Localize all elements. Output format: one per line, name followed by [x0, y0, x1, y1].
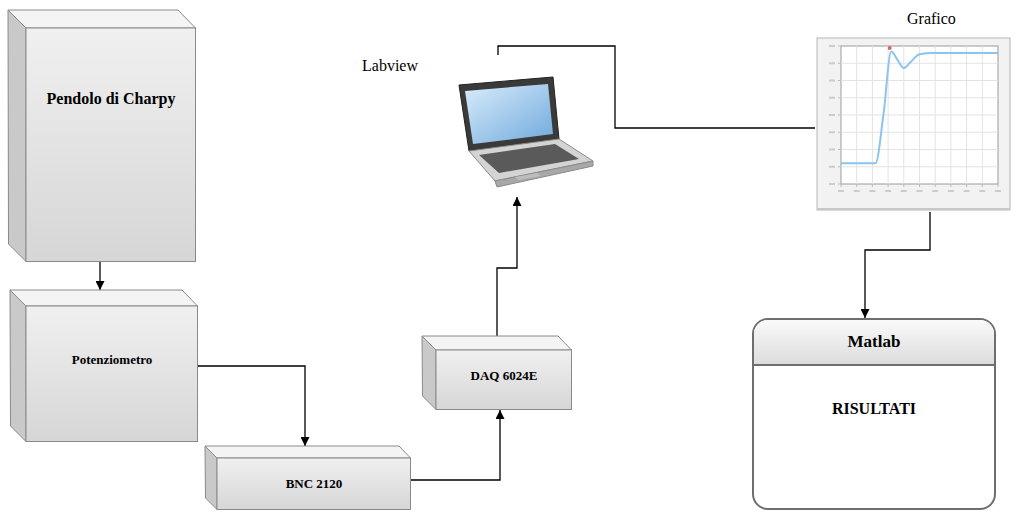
connector-arrow	[99, 262, 100, 290]
chart-node: Grafico	[815, 10, 1012, 212]
connector-arrow	[497, 197, 517, 336]
laptop-node: Labview	[355, 55, 600, 197]
apparatus-box: Pendolo di Charpy	[8, 10, 196, 262]
box-body: RISULTATI	[754, 366, 994, 418]
connector-arrow	[411, 410, 500, 480]
connector-arrow	[865, 212, 930, 318]
results-box: MatlabRISULTATI	[752, 318, 996, 510]
node-label: BNC 2120	[217, 476, 411, 492]
connector-block: BNC 2120	[205, 446, 411, 510]
daq-box: DAQ 6024E	[422, 336, 572, 410]
node-label: Labview	[362, 57, 418, 75]
node-label: Grafico	[907, 10, 956, 28]
laptop-icon	[355, 55, 600, 197]
sensor-box: Potenziometro	[10, 290, 198, 442]
node-label: Potenziometro	[26, 352, 198, 368]
box-heading: Matlab	[754, 320, 994, 366]
node-label: Pendolo di Charpy	[26, 90, 196, 108]
box-faces	[8, 10, 196, 262]
connector-arrow	[198, 366, 305, 446]
chart-image	[815, 10, 1012, 212]
node-label: DAQ 6024E	[436, 368, 572, 384]
